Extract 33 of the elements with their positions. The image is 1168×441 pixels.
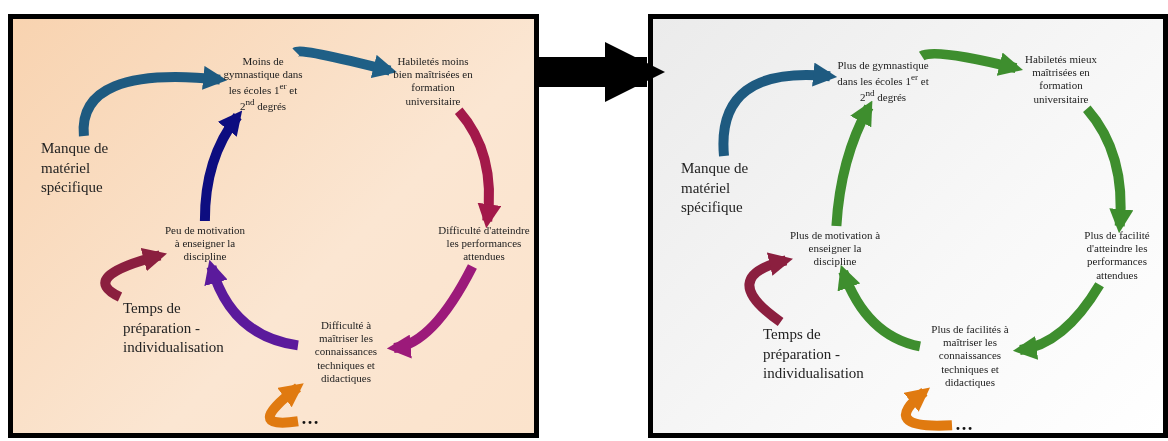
- cycle-step-text: Plus de motivation à enseigner la discipline: [789, 229, 881, 269]
- curved-arrow: [744, 253, 793, 326]
- curved-arrow: [265, 383, 304, 428]
- curved-arrow: [919, 48, 1023, 76]
- cycle-step-text: Habiletés moins bien maîtrisées en formation universitaire: [393, 55, 473, 108]
- curved-arrow: [539, 42, 665, 102]
- cycle-step-text: Habiletés mieux maîtrisées en formation universitaire: [1019, 53, 1103, 106]
- curved-arrow: [1012, 282, 1104, 359]
- cycle-step-text: Moins de gymnastique dans les écoles 1$^{er}$ et 2$^{nd}$ degrés: [223, 55, 303, 114]
- factor-text: Temps de préparation - individualisation: [763, 325, 891, 384]
- ellipsis-text: …: [955, 415, 995, 433]
- cycle-step-text: Difficulté à maîtriser les connaissances techniques et didactiques: [301, 319, 391, 385]
- curved-arrow: [454, 107, 501, 229]
- curved-arrow: [831, 100, 874, 227]
- curved-arrow: [838, 264, 922, 352]
- curved-arrow: [199, 110, 242, 222]
- factor-text: Temps de préparation - individualisation: [123, 299, 251, 358]
- cycle-step-text: Peu de motivation à enseigner la discipline: [163, 224, 247, 264]
- curved-arrow: [386, 264, 477, 358]
- factor-text: Manque de matériel spécifique: [681, 159, 773, 218]
- factor-text: Manque de matériel spécifique: [41, 139, 133, 198]
- cycle-step-text: Plus de facilité d'atteindre les performances attendues: [1069, 229, 1165, 282]
- cycle-step-text: Plus de gymnastique dans les écoles 1$^{er}$ et 2$^{nd}$ degrés: [833, 59, 933, 104]
- cycle-step-text: Plus de facilités à maîtriser les connaissances techniques et didactiques: [923, 323, 1017, 389]
- cycle-step-text: Difficulté d'atteindre les performances attendues: [436, 224, 532, 264]
- curved-arrow: [718, 63, 838, 157]
- diagram-panel: [648, 14, 1168, 438]
- diagram-panel: [8, 14, 539, 438]
- curved-arrow: [205, 259, 299, 351]
- curved-arrow: [901, 387, 953, 431]
- curved-arrow: [1082, 105, 1133, 234]
- ellipsis-text: …: [301, 409, 341, 427]
- curved-arrow: [294, 46, 397, 79]
